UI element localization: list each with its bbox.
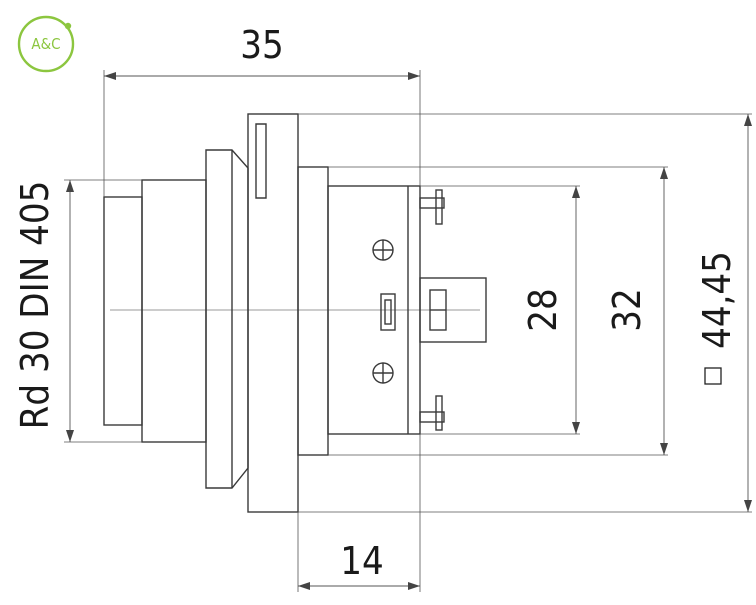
dimension-32: 32 [605, 167, 668, 455]
logo: A&C [17, 15, 75, 73]
arrow-down-icon [572, 422, 580, 434]
flange-notch [255, 123, 267, 199]
screw-top [372, 239, 394, 261]
extension-lines [64, 70, 752, 592]
square-symbol-icon [704, 367, 722, 385]
arrow-down-icon [660, 443, 668, 455]
arrow-left-icon [104, 72, 116, 80]
logo-dot-icon [64, 22, 72, 30]
dim-label-4445: 44,45 [695, 251, 739, 349]
terminal-top [419, 197, 445, 209]
arrow-up-icon [66, 180, 74, 192]
logo-ring-icon [17, 15, 75, 73]
dimension-14: 14 [298, 539, 420, 590]
arrow-up-icon [660, 167, 668, 179]
connector-body [103, 113, 421, 513]
dim-label-32: 32 [605, 288, 649, 332]
arrow-up-icon [744, 114, 752, 126]
dim-label-35: 35 [240, 23, 284, 67]
dimension-28: 28 [521, 186, 580, 434]
thread-section [103, 196, 143, 426]
logo-text: A&C [31, 35, 60, 53]
terminal-pin-top [435, 189, 443, 225]
arrow-right-icon [408, 72, 420, 80]
arrow-up-icon [572, 186, 580, 198]
arrow-down-icon [66, 430, 74, 442]
dimension-4445: 44,45 [695, 114, 752, 512]
fuse-inner [384, 299, 392, 325]
dimension-thread: Rd 30 DIN 405 [13, 180, 74, 442]
dim-label-thread: Rd 30 DIN 405 [13, 181, 57, 430]
dim-label-28: 28 [521, 288, 565, 332]
front-barrel [141, 179, 207, 443]
terminal-bottom [419, 411, 445, 423]
dim-label-14: 14 [340, 539, 384, 583]
latch-plate [419, 277, 487, 343]
fuse-element [380, 293, 396, 331]
rear-terminals [419, 189, 487, 431]
mid-collar [205, 149, 249, 489]
arrow-left-icon [298, 582, 310, 590]
terminal-pin-bottom [435, 395, 443, 431]
arrow-down-icon [744, 500, 752, 512]
screw-bottom [372, 362, 394, 384]
fuse-outer [380, 293, 396, 331]
dimension-35: 35 [104, 23, 420, 80]
rear-collar [297, 166, 329, 456]
arrow-right-icon [408, 582, 420, 590]
